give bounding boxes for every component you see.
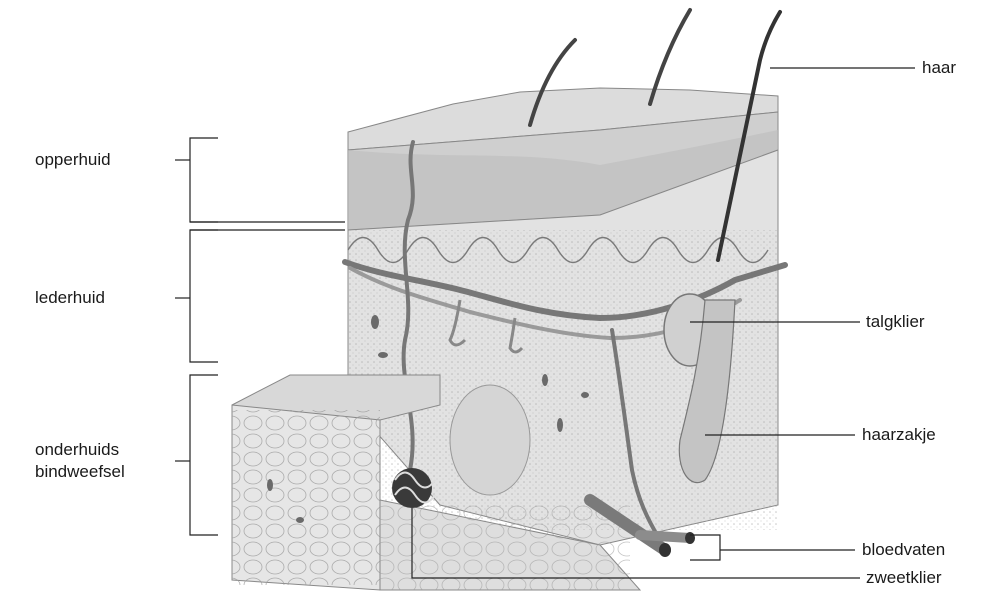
label-lederhuid: lederhuid xyxy=(35,288,105,308)
fat-lobule xyxy=(450,385,530,495)
fat-texture xyxy=(380,505,630,590)
bracket-onderhuids xyxy=(190,375,218,535)
leader-bloedvaten xyxy=(690,535,855,560)
bracket-lederhuid xyxy=(190,230,218,362)
label-bloedvaten: bloedvaten xyxy=(862,540,945,560)
label-talgklier: talgklier xyxy=(866,312,925,332)
label-bindweefsel: bindweefsel xyxy=(35,462,125,482)
label-onderhuids: onderhuids xyxy=(35,440,119,460)
label-haar: haar xyxy=(922,58,956,78)
label-zweetklier: zweetklier xyxy=(866,568,942,588)
label-opperhuid: opperhuid xyxy=(35,150,111,170)
fat-texture xyxy=(232,410,380,585)
bracket-opperhuid xyxy=(190,138,218,222)
label-haarzakje: haarzakje xyxy=(862,425,936,445)
